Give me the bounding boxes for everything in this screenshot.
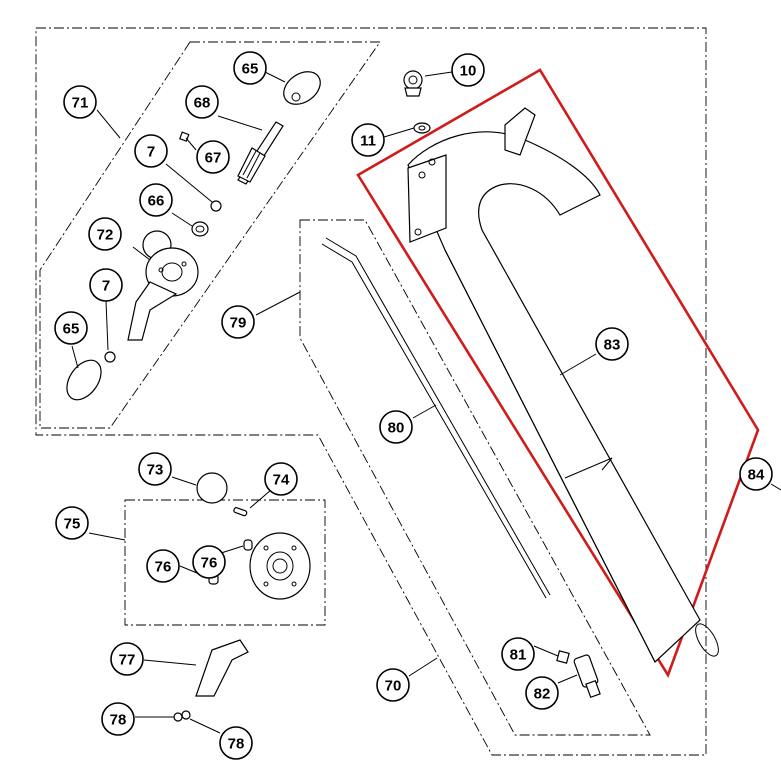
callout-78-left: 78 [101, 702, 135, 736]
svg-text:79: 79 [230, 315, 247, 332]
callout-72: 72 [88, 217, 122, 251]
svg-text:7: 7 [147, 144, 155, 161]
part-77-bracket [195, 639, 249, 697]
group-71-boundary [39, 41, 381, 429]
svg-text:65: 65 [63, 321, 80, 338]
part-72-assembly [127, 230, 199, 341]
callout-83: 83 [595, 327, 629, 361]
svg-text:72: 72 [97, 227, 114, 244]
callout-11: 11 [351, 123, 385, 157]
part-83-highlight-frame [356, 68, 760, 678]
callout-81: 81 [501, 637, 535, 671]
part-73-ball [196, 472, 228, 504]
svg-text:73: 73 [147, 462, 164, 479]
part-68-pin [237, 121, 284, 185]
part-7-ring-top [210, 200, 222, 212]
svg-text:76: 76 [201, 555, 218, 572]
callout-80: 80 [379, 410, 413, 444]
callout-66: 66 [139, 183, 173, 217]
part-10-eyebolt [403, 70, 423, 97]
part-80-rod [321, 237, 551, 599]
callout-65-top: 65 [233, 51, 267, 85]
callout-73: 73 [138, 452, 172, 486]
svg-text:71: 71 [72, 95, 89, 112]
part-65-egg-top [283, 71, 321, 105]
svg-text:83: 83 [604, 337, 621, 354]
callout-74: 74 [264, 462, 298, 496]
svg-text:65: 65 [242, 61, 259, 78]
part-83-pipe [407, 107, 719, 663]
callout-76-left: 76 [146, 549, 180, 583]
svg-text:81: 81 [510, 647, 527, 664]
callout-65-bottom: 65 [54, 311, 88, 345]
callout-67: 67 [196, 140, 230, 174]
group-75-boundary [124, 499, 326, 626]
svg-text:82: 82 [534, 686, 551, 703]
part-65-egg-bottom [66, 359, 102, 401]
part-66-washer [191, 221, 209, 237]
svg-text:68: 68 [194, 95, 211, 112]
callout-77: 77 [110, 642, 144, 676]
callout-79: 79 [221, 305, 255, 339]
svg-text:10: 10 [460, 63, 477, 80]
callout-10: 10 [451, 53, 485, 87]
part-11-nut [413, 122, 431, 134]
svg-text:80: 80 [388, 420, 405, 437]
svg-text:84: 84 [748, 467, 765, 484]
part-7-ring-bottom [104, 351, 116, 363]
callout-82: 82 [525, 676, 559, 710]
part-76-cylinder-right [243, 539, 253, 551]
svg-text:70: 70 [385, 678, 402, 695]
callout-68: 68 [185, 85, 219, 119]
callout-70: 70 [376, 668, 410, 702]
callout-7-bottom: 7 [89, 268, 123, 302]
part-75-hub [249, 532, 311, 600]
svg-text:75: 75 [64, 516, 81, 533]
callout-76-right: 76 [192, 545, 226, 579]
svg-text:77: 77 [119, 652, 136, 669]
part-82-fitting [573, 654, 601, 699]
callout-71: 71 [63, 85, 97, 119]
callout-78-right: 78 [219, 726, 253, 760]
svg-text:66: 66 [148, 193, 165, 210]
group-79-boundary [299, 219, 651, 736]
svg-text:74: 74 [273, 472, 290, 489]
outer-assembly-boundary [35, 27, 707, 756]
callout-84: 84 [739, 457, 773, 491]
svg-text:67: 67 [205, 150, 222, 167]
svg-text:11: 11 [360, 133, 376, 150]
callout-75: 75 [55, 506, 89, 540]
callout-7-top: 7 [134, 134, 168, 168]
part-81-nut [556, 650, 570, 664]
svg-text:76: 76 [155, 559, 172, 576]
svg-text:78: 78 [228, 736, 245, 753]
svg-text:78: 78 [110, 712, 127, 729]
svg-text:7: 7 [102, 278, 110, 295]
part-78-screws [173, 710, 191, 722]
part-74-pin [233, 507, 248, 517]
